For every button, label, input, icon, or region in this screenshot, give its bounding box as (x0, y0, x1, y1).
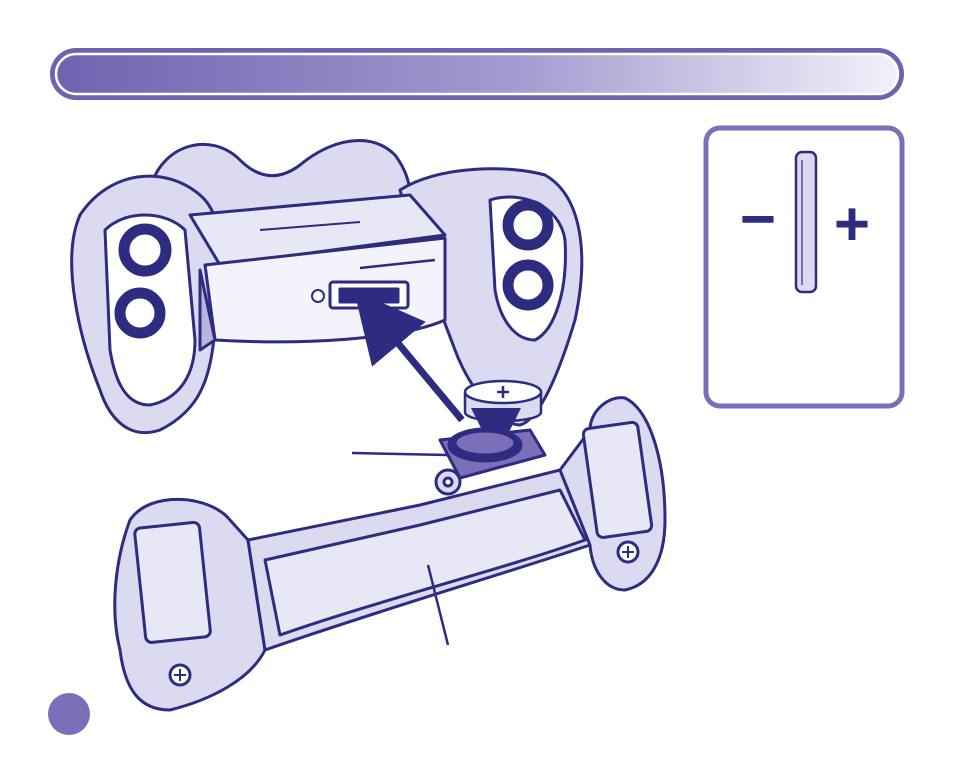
handle-bar (115, 398, 665, 710)
speaker-right-bottom (504, 261, 552, 309)
speaker-left-bottom (116, 289, 164, 337)
page-number-dot (47, 692, 91, 736)
battery-tray-callout (352, 453, 448, 455)
polarity-inset: − + (706, 128, 902, 406)
plus-symbol: + (834, 190, 870, 259)
battery-side-view (796, 152, 816, 292)
speaker-right-top (504, 201, 552, 249)
minus-symbol: − (740, 185, 776, 254)
speaker-left-top (120, 225, 170, 275)
